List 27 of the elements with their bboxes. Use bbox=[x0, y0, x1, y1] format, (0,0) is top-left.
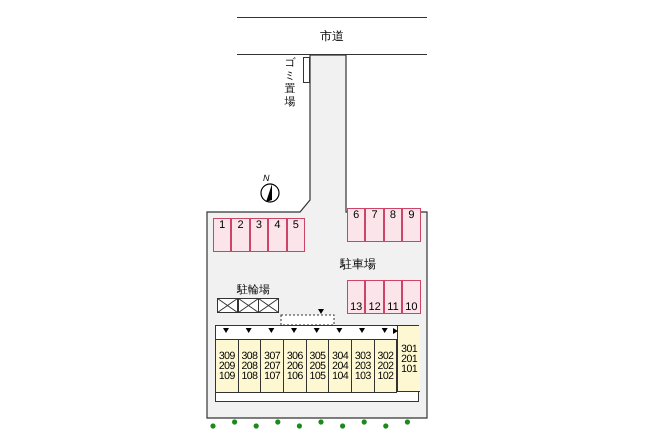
parking-space: 4 bbox=[268, 218, 287, 252]
parking-space: 3 bbox=[250, 218, 268, 252]
apartment-unit: 303 203 103 bbox=[352, 339, 375, 393]
parking-space: 7 bbox=[365, 208, 384, 242]
parking-space: 10 bbox=[402, 280, 421, 314]
apartment-unit: 307 207 107 bbox=[261, 339, 284, 393]
parking-space: 9 bbox=[402, 208, 421, 242]
parking-space: 2 bbox=[231, 218, 250, 252]
apartment-unit: 308 208 108 bbox=[238, 339, 262, 393]
apartment-unit: 305 205 105 bbox=[306, 339, 330, 393]
parking-space: 6 bbox=[347, 208, 366, 242]
apartment-unit: 304 204 104 bbox=[329, 339, 352, 393]
area-label: 駐輪場 bbox=[237, 282, 270, 297]
apartment-unit: 302 202 102 bbox=[374, 339, 398, 393]
parking-space: 12 bbox=[365, 280, 384, 314]
apartment-building bbox=[215, 325, 419, 402]
apartment-unit: 309 209 109 bbox=[216, 339, 239, 393]
parking-space: 5 bbox=[286, 218, 305, 252]
area-label: ゴミ置場 bbox=[284, 57, 296, 109]
compass-letter: N bbox=[263, 173, 270, 183]
area-label: 駐車場 bbox=[340, 256, 376, 273]
apartment-unit: 306 206 106 bbox=[284, 339, 307, 393]
parking-space: 13 bbox=[347, 280, 366, 314]
parking-space: 1 bbox=[213, 218, 232, 252]
apartment-unit: 301 201 101 bbox=[397, 326, 420, 392]
parking-space: 8 bbox=[384, 208, 402, 242]
parking-space: 11 bbox=[384, 280, 402, 314]
